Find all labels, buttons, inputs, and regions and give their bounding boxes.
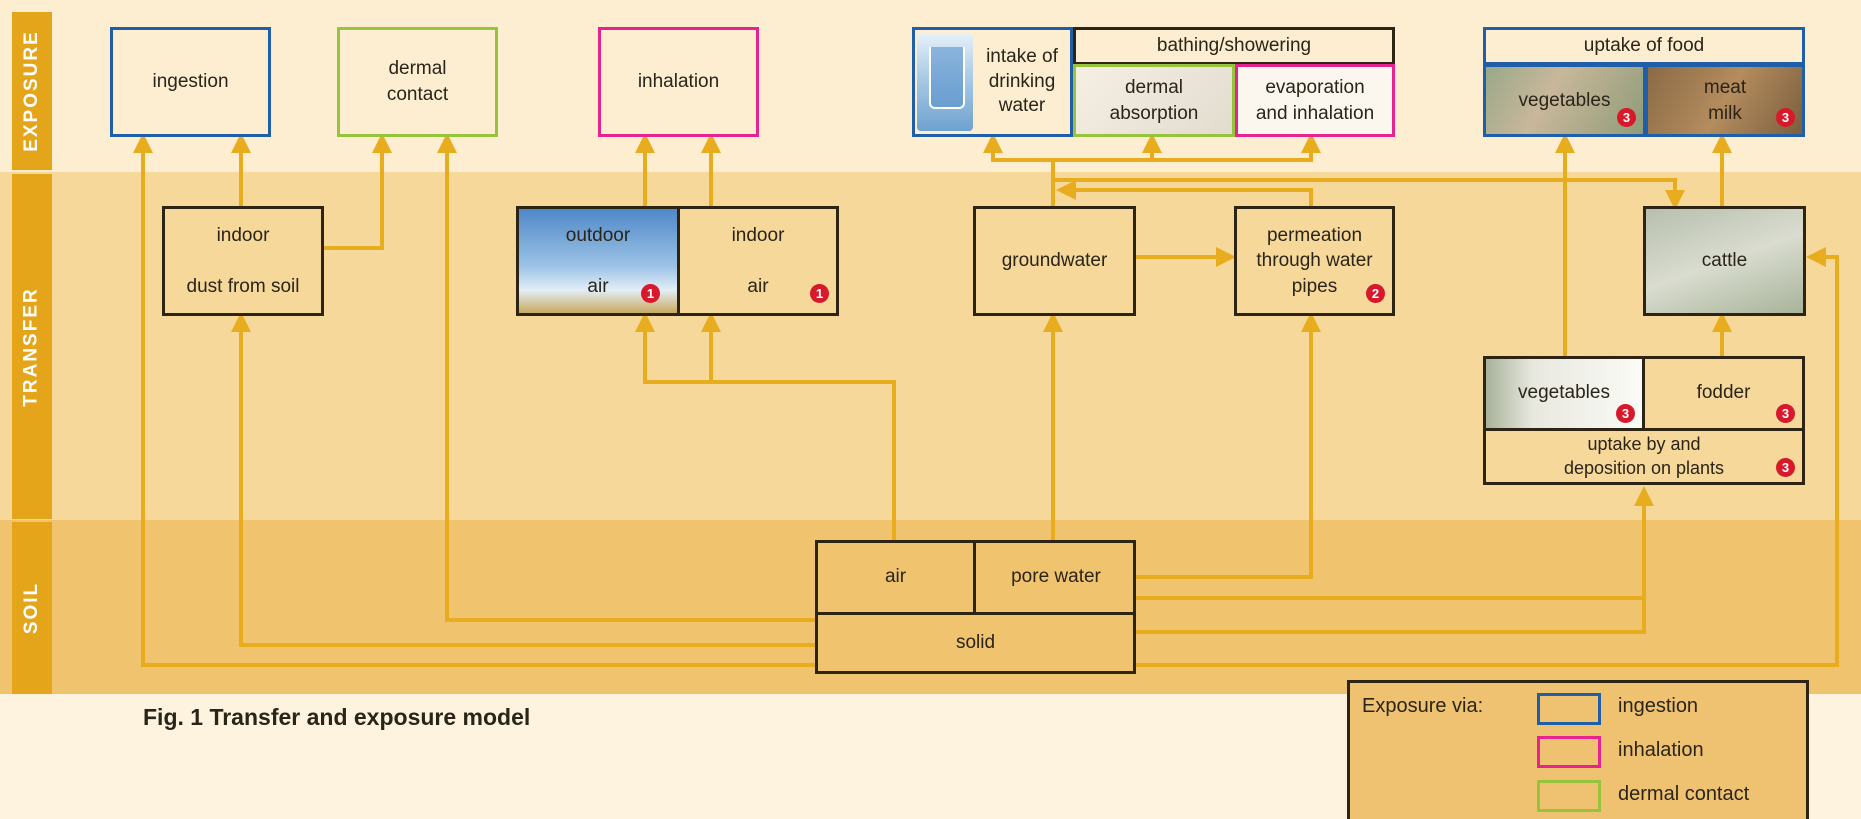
flow-to-dermal-absorption [1053,133,1162,162]
badge-indoor-air: 1 [810,284,829,303]
fodder-cell: fodder [1696,382,1751,404]
ingestion-box: ingestion [110,27,271,137]
bathing-box: bathing/showering [1073,27,1395,65]
legend: Exposure via: ingestion inhalation derma… [1347,680,1809,819]
drinking-water-label: intake of drinking water [986,45,1058,117]
flow-groundwater-to-cattle [1053,178,1685,210]
indoor-dust-box: indoor dust from soil [162,206,324,316]
water-glass-image [917,33,973,131]
flow-solid-to-cattle [1136,247,1839,667]
flow-porewater-to-plants [1136,486,1654,600]
flow-soilair-to-air [635,312,896,540]
badge-uptake-plants: 3 [1776,458,1795,477]
band-label-soil: SOIL [12,522,52,694]
band-label-transfer: TRANSFER [12,174,52,519]
evaporation-box: evaporation and inhalation [1235,64,1395,137]
flow-to-evaporation [1152,133,1321,162]
uptake-plants-cell: uptake by and deposition on plants [1486,428,1802,482]
badge-meat-milk: 3 [1776,108,1795,127]
cattle-box: cattle [1643,206,1806,316]
groundwater-box: groundwater [973,206,1136,316]
figure-caption: Fig. 1 Transfer and exposure model [143,704,531,730]
legend-swatch-ingestion [1537,693,1601,725]
dermal-absorption-box: dermal absorption [1073,64,1235,137]
flow-permeation-up [1056,180,1313,206]
legend-label-ingestion: ingestion [1618,695,1699,717]
badge-food-vegetables: 3 [1617,108,1636,127]
badge-permeation: 2 [1366,284,1385,303]
solid-cell: solid [818,612,1133,671]
badge-plant-vegetables: 3 [1616,404,1635,423]
legend-swatch-inhalation [1537,736,1601,768]
food-vegetables-box: vegetables [1483,64,1646,137]
flow-solid-to-ingestion [133,133,815,667]
flow-dust-to-dermal [324,133,392,250]
dermal-contact-box: dermal contact [337,27,498,137]
badge-fodder: 3 [1776,404,1795,423]
legend-swatch-dermal [1537,780,1601,812]
flow-groundwater-up [983,133,1055,206]
pore-water-cell: pore water [1011,566,1101,588]
soil-air-cell: air [818,543,976,612]
legend-label-inhalation: inhalation [1618,739,1704,761]
meat-milk-box: meat milk [1645,64,1805,137]
inhalation-box: inhalation [598,27,759,137]
uptake-food-box: uptake of food [1483,27,1805,65]
glass-icon [929,47,965,109]
flow-solid-to-dust [231,312,815,647]
flow-porewater-to-permeation [1136,312,1321,579]
legend-label-dermal: dermal contact [1618,783,1750,805]
plant-vegetables-cell: vegetables [1486,359,1645,428]
flow-solid-to-plants [1136,598,1646,634]
flow-solid-to-dermal [437,133,815,622]
badge-outdoor-air: 1 [641,284,660,303]
legend-title: Exposure via: [1362,695,1484,717]
band-label-exposure: EXPOSURE [12,12,52,170]
